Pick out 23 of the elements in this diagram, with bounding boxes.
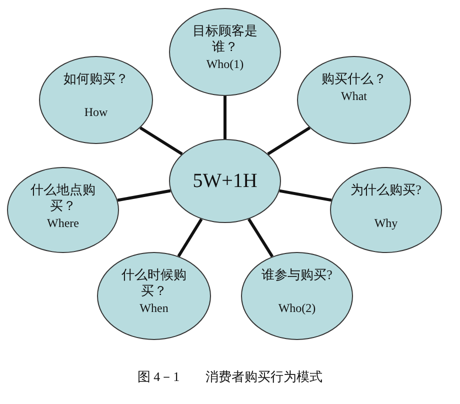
question-text: 什么时候购买？ (120, 267, 188, 299)
connector-line (267, 126, 311, 156)
keyword-text: Who(2) (278, 301, 316, 316)
connector-line (117, 189, 171, 202)
connector-line (139, 126, 183, 156)
keyword-text: When (140, 301, 168, 316)
keyword-text: Why (374, 216, 398, 231)
connector-line (248, 218, 274, 258)
keyword-text: What (341, 89, 367, 104)
question-text: 谁参与购买? (262, 267, 332, 283)
connector-line (279, 189, 332, 202)
keyword-text: Where (47, 216, 79, 231)
connector-line (224, 96, 226, 139)
question-text: 目标顾客是谁？ (192, 23, 258, 55)
node-title: 5W+1H (192, 170, 258, 192)
keyword-text: Who(1) (206, 57, 244, 72)
question-text: 如何购买？ (64, 71, 128, 87)
figure-caption: 图 4－1 消费者购买行为模式 (136, 368, 324, 386)
keyword-text: How (84, 105, 108, 120)
question-text: 为什么购买? (350, 182, 422, 198)
question-text: 购买什么？ (322, 71, 386, 87)
question-text: 什么地点购买？ (30, 182, 96, 214)
connector-line (177, 218, 203, 258)
